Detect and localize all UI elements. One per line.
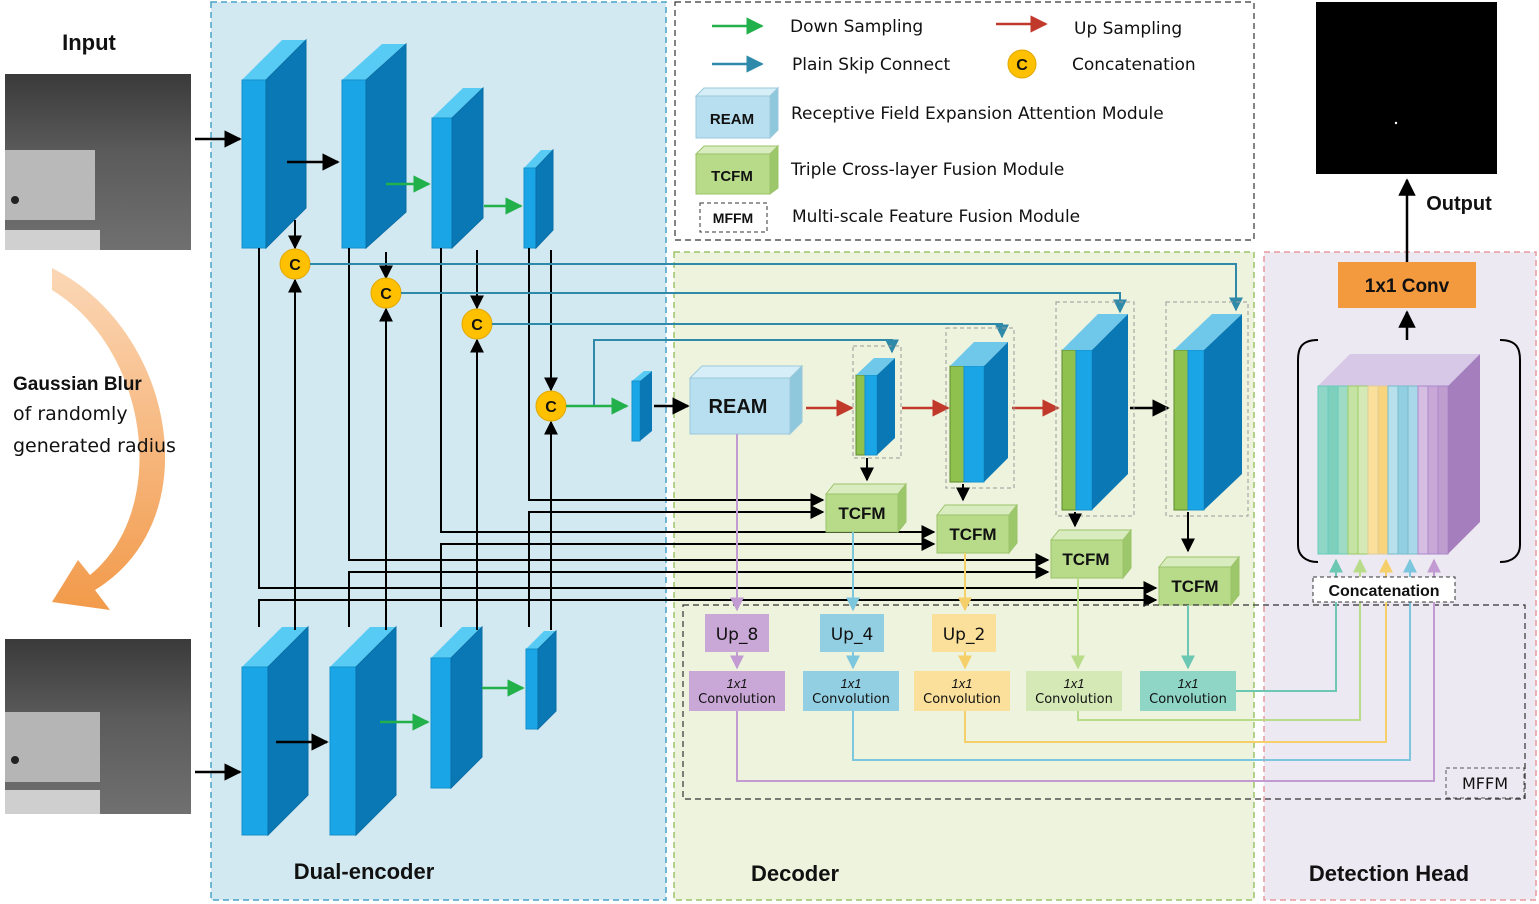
decoder-stack-3 — [1055, 301, 1135, 517]
svg-text:Up_8: Up_8 — [716, 625, 759, 645]
output-label: Output — [1426, 193, 1492, 215]
encoder-top-block-2 — [341, 42, 407, 250]
ream-module: REAM — [688, 364, 804, 436]
encoder-bottom-block-2 — [329, 625, 397, 837]
input-label: Input — [62, 30, 116, 55]
legend-mffm-box — [699, 202, 768, 233]
concatenation-box — [1312, 576, 1456, 603]
blur-label-3: generated radius — [13, 435, 176, 457]
concatenated-feature-stack — [1297, 339, 1521, 563]
legend-ream-block: REAM — [694, 86, 780, 140]
encoder-top-block-3 — [431, 86, 484, 250]
conv-box-2: 1x1 Convolution — [803, 671, 899, 711]
dual-encoder-title: Dual-encoder — [294, 859, 435, 884]
svg-text:Convolution: Convolution — [1035, 692, 1113, 707]
conv-box-3: 1x1 Convolution — [914, 671, 1010, 711]
legend-down-sampling: Down Sampling — [790, 17, 923, 37]
svg-text:C: C — [471, 317, 483, 334]
legend-concat-icon — [1007, 49, 1037, 79]
decoder-stack-1 — [852, 345, 902, 459]
svg-text:C: C — [289, 257, 301, 274]
svg-text:Convolution: Convolution — [1149, 692, 1227, 707]
svg-text:TCFM: TCFM — [1171, 577, 1218, 596]
decoder-stack-2 — [945, 327, 1015, 489]
legend-concatenation: Concatenation — [1072, 55, 1196, 75]
up4-box — [820, 614, 884, 652]
legend-tcfm-block: TCFM — [694, 144, 780, 195]
concat-node-3: C — [461, 308, 493, 340]
concatenation-label: Concatenation — [1328, 583, 1439, 600]
svg-text:Up_4: Up_4 — [831, 625, 874, 645]
bottleneck-block — [631, 371, 652, 442]
mffm-region — [682, 604, 1526, 800]
decoder-stack-4 — [1165, 301, 1249, 517]
conv-box-1: 1x1 Convolution — [689, 671, 785, 711]
svg-text:1x1: 1x1 — [1064, 676, 1085, 691]
output-image — [1316, 2, 1497, 174]
up8-box — [705, 614, 769, 652]
detection-head-panel — [1263, 251, 1537, 901]
detection-head-title: Detection Head — [1309, 861, 1469, 886]
tcfm-module-2: TCFM — [935, 503, 1019, 555]
encoder-bottom-block-1 — [241, 625, 309, 837]
encoder-top-block-1 — [241, 38, 307, 250]
svg-text:REAM: REAM — [709, 396, 768, 418]
blur-label-1: Gaussian Blur — [13, 374, 142, 395]
svg-text:TCFM: TCFM — [1062, 550, 1109, 569]
svg-text:TCFM: TCFM — [838, 504, 885, 523]
legend-mffm-desc: Multi-scale Feature Fusion Module — [792, 207, 1080, 227]
tcfm-module-1: TCFM — [824, 482, 908, 534]
svg-text:1x1: 1x1 — [727, 676, 748, 691]
conv-box-4: 1x1 Convolution — [1026, 671, 1122, 711]
svg-text:1x1: 1x1 — [841, 676, 862, 691]
gaussian-blur-arrow — [52, 268, 166, 610]
blur-label-2: of randomly — [13, 403, 128, 425]
svg-text:1x1: 1x1 — [952, 676, 973, 691]
legend-ream-desc: Receptive Field Expansion Attention Modu… — [791, 104, 1164, 124]
svg-text:Convolution: Convolution — [698, 692, 776, 707]
blurred-image — [5, 639, 191, 814]
legend-plain-skip: Plain Skip Connect — [792, 55, 950, 75]
concat-node-4: C — [535, 390, 567, 422]
svg-text:C: C — [380, 286, 392, 303]
up2-box — [932, 614, 996, 652]
svg-text:Up_2: Up_2 — [943, 625, 986, 645]
svg-text:Convolution: Convolution — [923, 692, 1001, 707]
encoder-bottom-block-4 — [525, 629, 557, 731]
decoder-title: Decoder — [751, 861, 839, 886]
svg-text:TCFM: TCFM — [711, 168, 753, 185]
svg-text:Convolution: Convolution — [812, 692, 890, 707]
svg-text:1x1: 1x1 — [1178, 676, 1199, 691]
conv-box-5: 1x1 Convolution — [1140, 671, 1236, 711]
tcfm-module-4: TCFM — [1157, 555, 1241, 607]
svg-text:C: C — [1016, 57, 1028, 74]
concat-node-1: C — [279, 248, 311, 280]
svg-text:1x1 Conv: 1x1 Conv — [1365, 276, 1450, 297]
svg-text:C: C — [545, 399, 557, 416]
encoder-bottom-block-3 — [430, 625, 483, 790]
legend-tcfm-desc: Triple Cross-layer Fusion Module — [790, 160, 1064, 180]
legend-up-sampling: Up Sampling — [1074, 19, 1182, 39]
input-image — [5, 74, 191, 250]
mffm-label: MFFM — [1462, 774, 1508, 793]
head-conv-box — [1338, 262, 1476, 308]
encoder-top-block-4 — [523, 148, 554, 250]
tcfm-module-3: TCFM — [1049, 528, 1133, 580]
svg-text:TCFM: TCFM — [949, 525, 996, 544]
svg-text:REAM: REAM — [710, 111, 754, 128]
concat-node-2: C — [370, 277, 402, 309]
svg-text:MFFM: MFFM — [713, 210, 753, 226]
